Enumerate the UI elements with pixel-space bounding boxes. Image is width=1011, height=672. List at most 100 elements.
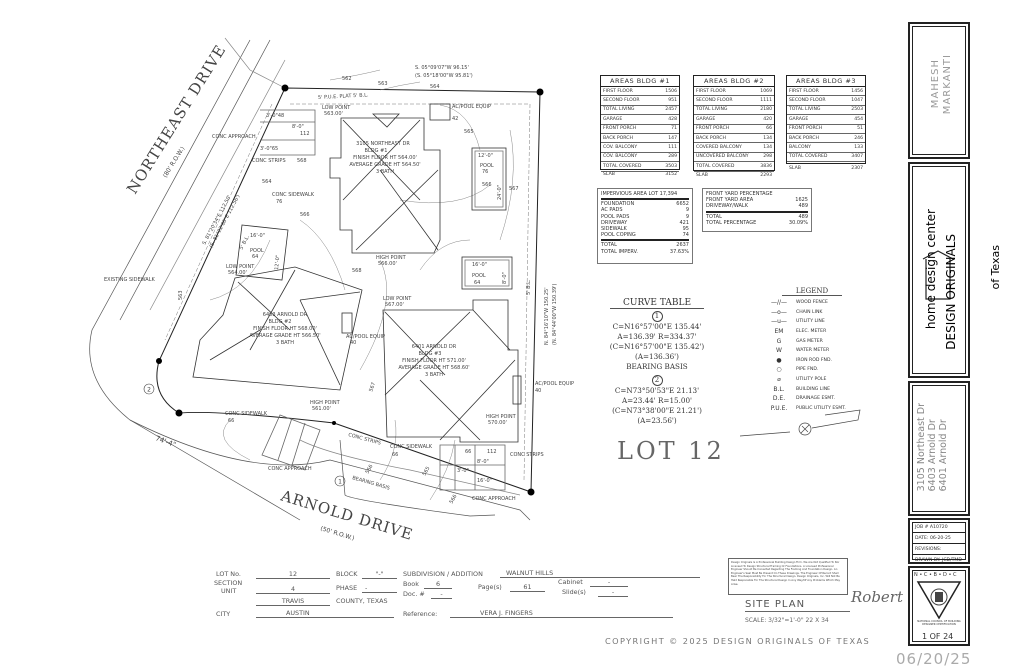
logo-line-3: of Texas xyxy=(989,245,1002,290)
pool-3 xyxy=(461,256,513,290)
curve-number: 1 xyxy=(651,311,663,322)
curve-line: (A=136.36') xyxy=(635,352,679,361)
address-line: 6401 Arnold Dr xyxy=(938,419,949,492)
building-1-footprint xyxy=(329,113,441,254)
building-2-address: 6403 ARNOLD DR xyxy=(263,312,308,318)
row-label: SECOND FLOOR xyxy=(603,98,640,104)
row-label: FIRST FLOOR xyxy=(696,88,726,94)
client-first-name: MAHESH xyxy=(930,59,941,109)
sidewalk-area: 66 xyxy=(228,418,234,424)
row-value: 951 xyxy=(668,98,677,104)
signature: Robert xyxy=(851,588,904,606)
building-1-address: 3105 NORTHEAST DR xyxy=(356,141,410,147)
row-label: COV. BALCONY xyxy=(603,154,638,160)
impervious-total-label: TOTAL xyxy=(601,242,617,249)
block-label: BLOCK xyxy=(336,570,358,578)
phase-value: - xyxy=(362,585,397,593)
high-point-label: HIGH POINT xyxy=(310,400,341,406)
row-value: 3407 xyxy=(851,154,863,160)
row-label: TOTAL COVERED xyxy=(696,163,735,169)
section-label: SECTION xyxy=(214,579,243,587)
legend-label: WOOD FENCE xyxy=(796,300,828,306)
legend-symbol-icon: G xyxy=(776,337,782,345)
city-label: CITY xyxy=(216,610,231,618)
legend-item: ●IRON ROD FND. xyxy=(762,356,862,366)
curve-line: BEARING BASIS xyxy=(626,362,688,371)
row-label: BACK PORCH xyxy=(603,135,633,141)
certification-stamp: N • C • B • D • C NATIONAL COUNCIL OF BU… xyxy=(908,566,970,646)
conc-approach-label: CONC APPROACH xyxy=(472,496,516,502)
low-point-value: 567.00' xyxy=(385,302,404,308)
copyright: COPYRIGHT © 2025 DESIGN ORIGINALS OF TEX… xyxy=(605,636,871,646)
legend-symbol-icon: D.E. xyxy=(772,395,786,403)
curve-line: C=N73°50'53"E 21.13' xyxy=(614,386,700,395)
curve-line: C=N16°57'00"E 135.44' xyxy=(612,322,702,331)
legend-item: B.L.BUILDING LINE xyxy=(762,384,862,394)
stamp-text: NATIONAL COUNCIL OF BUILDING DESIGNER CE… xyxy=(917,620,961,626)
row-value: 289 xyxy=(668,154,677,160)
legend-item: —o—CHAIN LINK xyxy=(762,308,862,318)
impervious-title: IMPERVIOUS AREA LOT 17,394 xyxy=(601,191,678,197)
cabinet-value: - xyxy=(590,579,628,587)
equip-label: AC/POOL EQUIP xyxy=(452,104,491,110)
row-value: 298 xyxy=(763,154,772,160)
contour-label: 563 xyxy=(378,81,388,87)
row-label: DRIVEWAY xyxy=(601,219,628,226)
pool-area: 64 xyxy=(252,254,258,260)
legend-symbol-icon: ○ xyxy=(776,366,782,374)
client-last-name: MARKANTI xyxy=(942,54,953,115)
pool-dimension: 8'-0" xyxy=(502,272,508,284)
row-label: TOTAL LIVING xyxy=(789,107,821,113)
row-label: UNCOVERED BALCONY xyxy=(696,154,749,160)
low-point-value: 563.00' xyxy=(324,111,343,117)
curve-line: (C=N16°57'00"E 135.42') xyxy=(609,342,705,351)
curve-1-marker: 1 xyxy=(338,479,342,486)
conc-strips-label: CONC STRIPS xyxy=(252,158,286,164)
legend-item: P.U.E.PUBLIC UTILITY ESMT. xyxy=(762,404,862,414)
legend-symbol-icon: EM xyxy=(774,328,784,336)
contour-label: 562 xyxy=(342,76,352,82)
high-point-value: 570.00' xyxy=(488,420,507,426)
dimension-label: 16'-0" xyxy=(477,478,492,484)
building-line-label: 5' B.L. xyxy=(526,279,532,295)
existing-sidewalk-label: EXISTING SIDEWALK xyxy=(104,277,156,283)
row-label: SECOND FLOOR xyxy=(789,98,826,104)
legend-label: BUILDING LINE xyxy=(796,386,831,392)
bearing-top: S. 05°09'07"W 96.15' xyxy=(415,65,469,71)
page-value: 61 xyxy=(510,584,545,592)
row-value: 2503 xyxy=(851,107,863,113)
building-2-footprint xyxy=(192,266,363,391)
dimension-label: 8'-0" xyxy=(292,124,304,130)
equip-value: 40 xyxy=(535,388,541,394)
high-point-label: HIGH POINT xyxy=(376,255,407,261)
sidewalk-area: 76 xyxy=(276,199,282,205)
slab-label: SLAB xyxy=(789,166,801,171)
house-logo-icon xyxy=(922,250,954,300)
front-dimension: 74'-4" xyxy=(154,434,176,449)
row-value: 489 xyxy=(798,203,808,210)
high-point-value: 566.00' xyxy=(378,261,397,267)
lot-no-label: LOT No. xyxy=(216,570,241,578)
pool-dimension: 16'-0" xyxy=(250,233,265,239)
row-value: 421 xyxy=(679,219,689,226)
row-value: 428 xyxy=(668,116,677,122)
book-value: 6 xyxy=(424,581,452,589)
table-row: COV. BALCONY 289 xyxy=(601,153,679,163)
legend-item: —//—WOOD FENCE xyxy=(762,298,862,308)
curve-line: (C=N73°38'00"E 21.21') xyxy=(612,406,702,415)
pool-dimension: 16'-0" xyxy=(472,262,487,268)
legend-item: —u—UTILITY LINE xyxy=(762,317,862,327)
legend-label: UTILITY POLE xyxy=(796,377,827,383)
